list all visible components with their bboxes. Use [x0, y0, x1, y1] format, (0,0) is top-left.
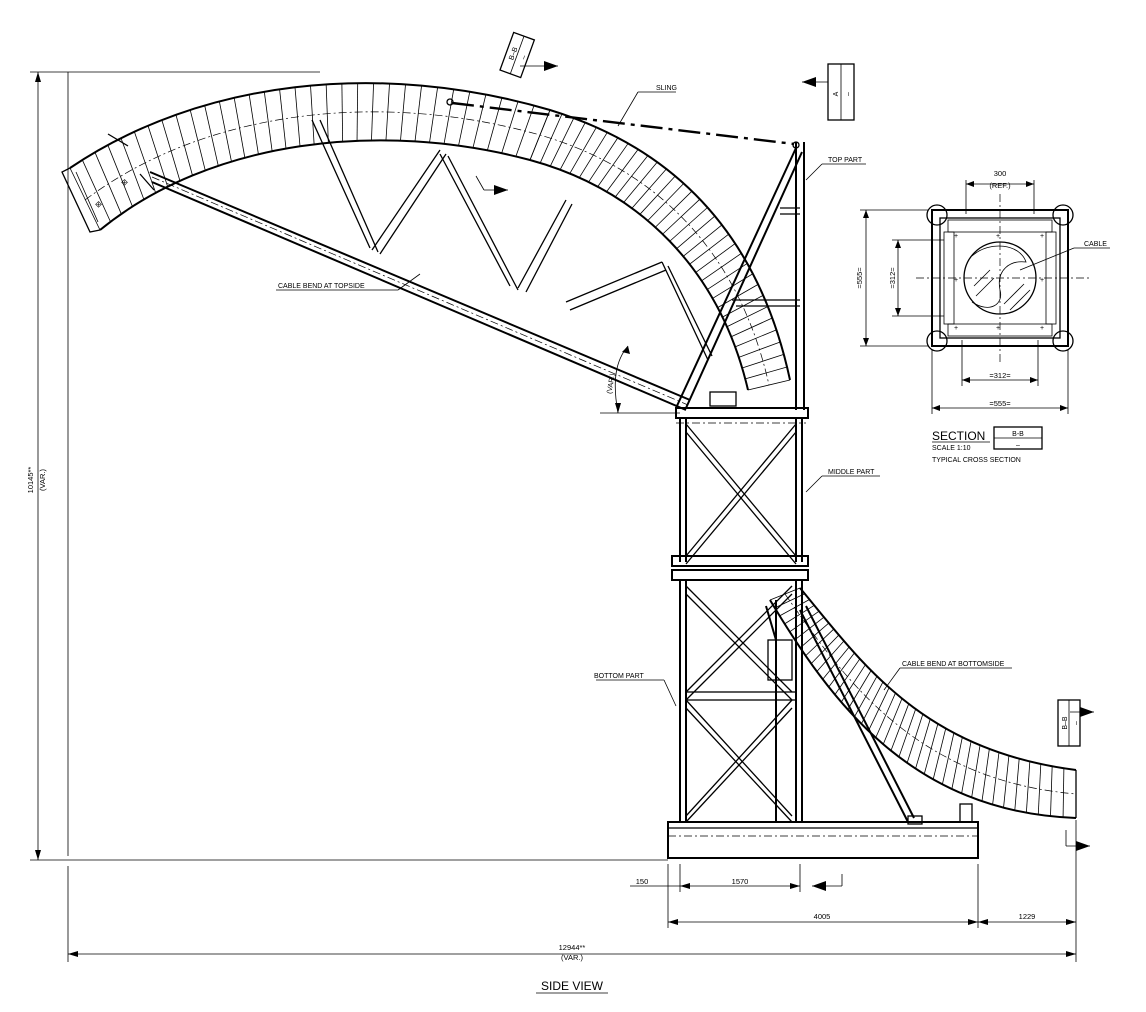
section-id: B-B	[1012, 431, 1024, 438]
bottom-part-frame: BOTTOM PART	[594, 580, 915, 823]
width-dim-text: 12944**	[559, 943, 586, 952]
svg-text:B–B: B–B	[1062, 716, 1069, 730]
svg-text:–: –	[845, 92, 852, 96]
label-bottom-part: BOTTOM PART	[594, 673, 645, 680]
section-dim-555-h: =555=	[989, 399, 1011, 408]
section-dim-300-ref: (REF.)	[989, 181, 1011, 190]
angle-var-text: (VAR.)	[606, 373, 616, 394]
dim-4005: 4005	[814, 912, 831, 921]
height-dim-var: (VAR.)	[38, 469, 47, 491]
label-cable-bend-bottomside: CABLE BEND AT BOTTOMSIDE	[902, 661, 1005, 668]
section-scale: SCALE 1:10	[932, 445, 971, 452]
section-marker-bb-bottom: B–B –	[1057, 699, 1094, 747]
svg-text:⊠: ⊠	[94, 200, 103, 209]
section-bb-detail: + + + + + + + + 300 (REF.) =312= =555=	[855, 169, 1110, 464]
label-cable: CABLE	[1084, 241, 1107, 248]
middle-part-frame: MIDDLE PART	[671, 391, 880, 581]
section-dim-312-v: =312=	[888, 267, 897, 289]
section-dim-555-v: =555=	[855, 267, 864, 289]
svg-text:A: A	[833, 91, 840, 96]
label-cable-bend-topside: CABLE BEND AT TOPSIDE	[278, 283, 365, 290]
section-cut-arrow-base	[812, 874, 843, 891]
angle-var: (VAR.)	[600, 345, 680, 414]
section-cut-arrow-top	[475, 175, 508, 195]
svg-text:+: +	[996, 325, 1000, 332]
cable-bend-bottomside: CABLE BEND AT BOTTOMSIDE	[769, 587, 1077, 819]
width-dim-var: (VAR.)	[561, 953, 583, 962]
dim-1229: 1229	[1019, 912, 1036, 921]
cable-bend-topside: ⊠ ⊠	[61, 82, 791, 391]
base-skid	[667, 803, 979, 859]
svg-text:–: –	[520, 54, 528, 60]
top-part-frame: TOP PART	[675, 142, 866, 410]
svg-text:+: +	[996, 233, 1000, 240]
sling: SLING	[446, 85, 800, 149]
svg-text:⊠: ⊠	[120, 178, 129, 187]
truss-topside	[149, 119, 713, 411]
label-sling: SLING	[656, 85, 677, 92]
section-marker-bb-top: B–B –	[499, 31, 558, 79]
section-cut-arrow-bottom	[1065, 830, 1090, 851]
svg-text:+: +	[1040, 277, 1044, 284]
section-scale-sheet: –	[1016, 442, 1020, 449]
section-marker-a: A –	[802, 63, 855, 121]
svg-text:+: +	[1040, 325, 1044, 332]
section-dim-300: 300	[994, 169, 1007, 178]
section-caption: TYPICAL CROSS SECTION	[932, 457, 1021, 464]
svg-text:B–B: B–B	[508, 46, 519, 61]
section-dim-312-h: =312=	[989, 371, 1011, 380]
section-title: SECTION	[932, 429, 985, 443]
svg-text:+: +	[954, 277, 958, 284]
dim-150: 150	[636, 877, 649, 886]
label-middle-part: MIDDLE PART	[828, 469, 875, 476]
dim-1570: 1570	[732, 877, 749, 886]
svg-text:+: +	[954, 325, 958, 332]
view-title: SIDE VIEW	[541, 979, 604, 993]
svg-text:–: –	[1073, 721, 1080, 725]
label-top-part: TOP PART	[828, 157, 863, 164]
svg-text:+: +	[1040, 233, 1044, 240]
overall-width-dimension: 12944** (VAR.)	[67, 820, 1077, 962]
height-dim-text: 10145**	[26, 467, 35, 494]
label-topside-leader: CABLE BEND AT TOPSIDE	[276, 273, 421, 291]
svg-text:+: +	[954, 233, 958, 240]
base-dimensions: 150 1570 4005 1229	[630, 864, 1076, 928]
overall-height-dimension: 10145** (VAR.)	[26, 71, 668, 861]
